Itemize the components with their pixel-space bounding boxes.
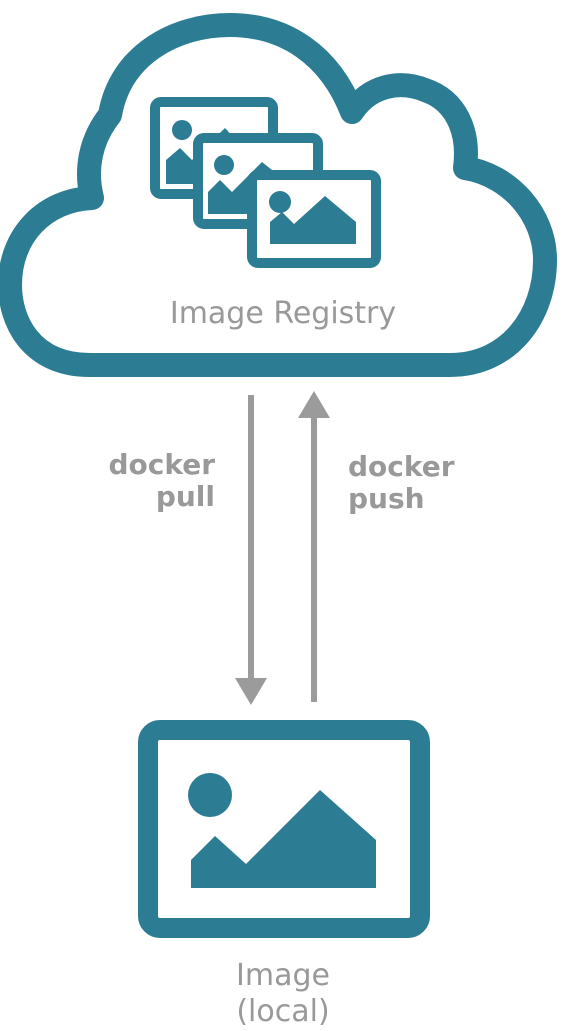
image-stack-icon — [150, 97, 381, 268]
push-label-line2: push — [348, 482, 425, 515]
local-label-line2: (local) — [236, 994, 329, 1029]
image-sun-shape — [188, 773, 232, 817]
image-icon — [138, 720, 430, 938]
pull-label-line1: docker — [108, 448, 215, 481]
push-label-line1: docker — [348, 450, 455, 483]
registry-label: Image Registry — [170, 296, 396, 331]
pull-label-line2: pull — [156, 480, 215, 513]
local-label-line1: Image — [236, 958, 330, 993]
arrow-down-icon — [235, 395, 267, 705]
arrow-up-icon — [298, 391, 330, 702]
image-mountain-shape — [191, 790, 376, 888]
cloud-icon — [0, 13, 557, 377]
stack-image-front — [247, 170, 381, 268]
